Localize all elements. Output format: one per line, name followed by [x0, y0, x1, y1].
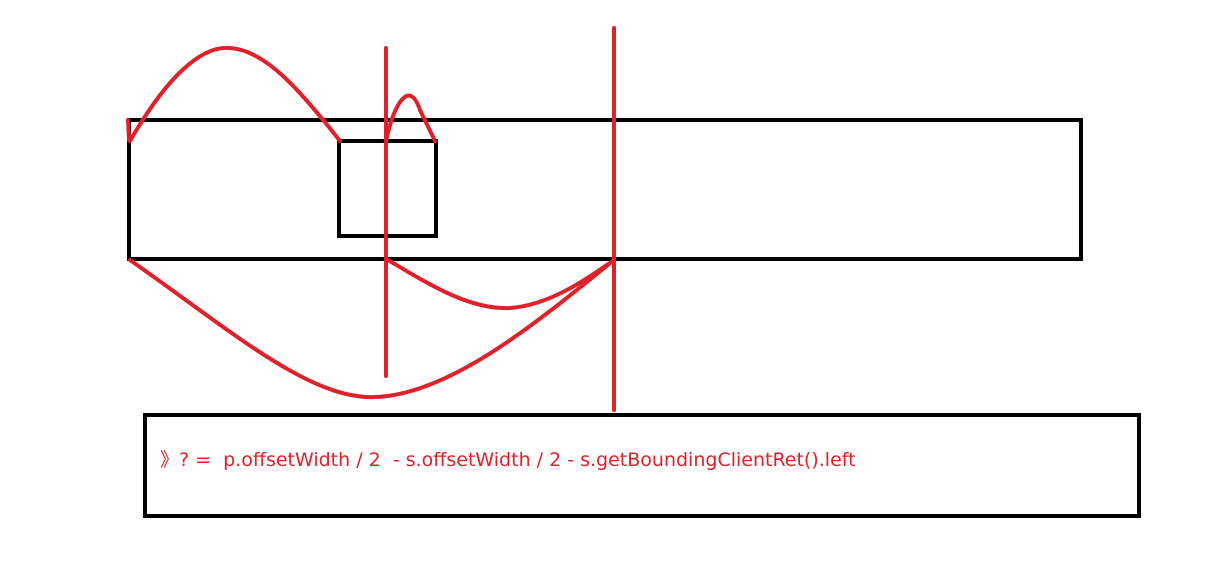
arc-half-child [384, 93, 437, 143]
formula-box [143, 413, 1141, 518]
arc-center-gap [386, 258, 616, 311]
parent-element-box [127, 118, 1083, 261]
left-edge-tick [126, 118, 131, 142]
arc-half-parent [128, 258, 616, 400]
formula-text: 》? = p.offsetWidth / 2 - s.offsetWidth /… [160, 449, 856, 471]
arc-left-offset [128, 45, 342, 143]
